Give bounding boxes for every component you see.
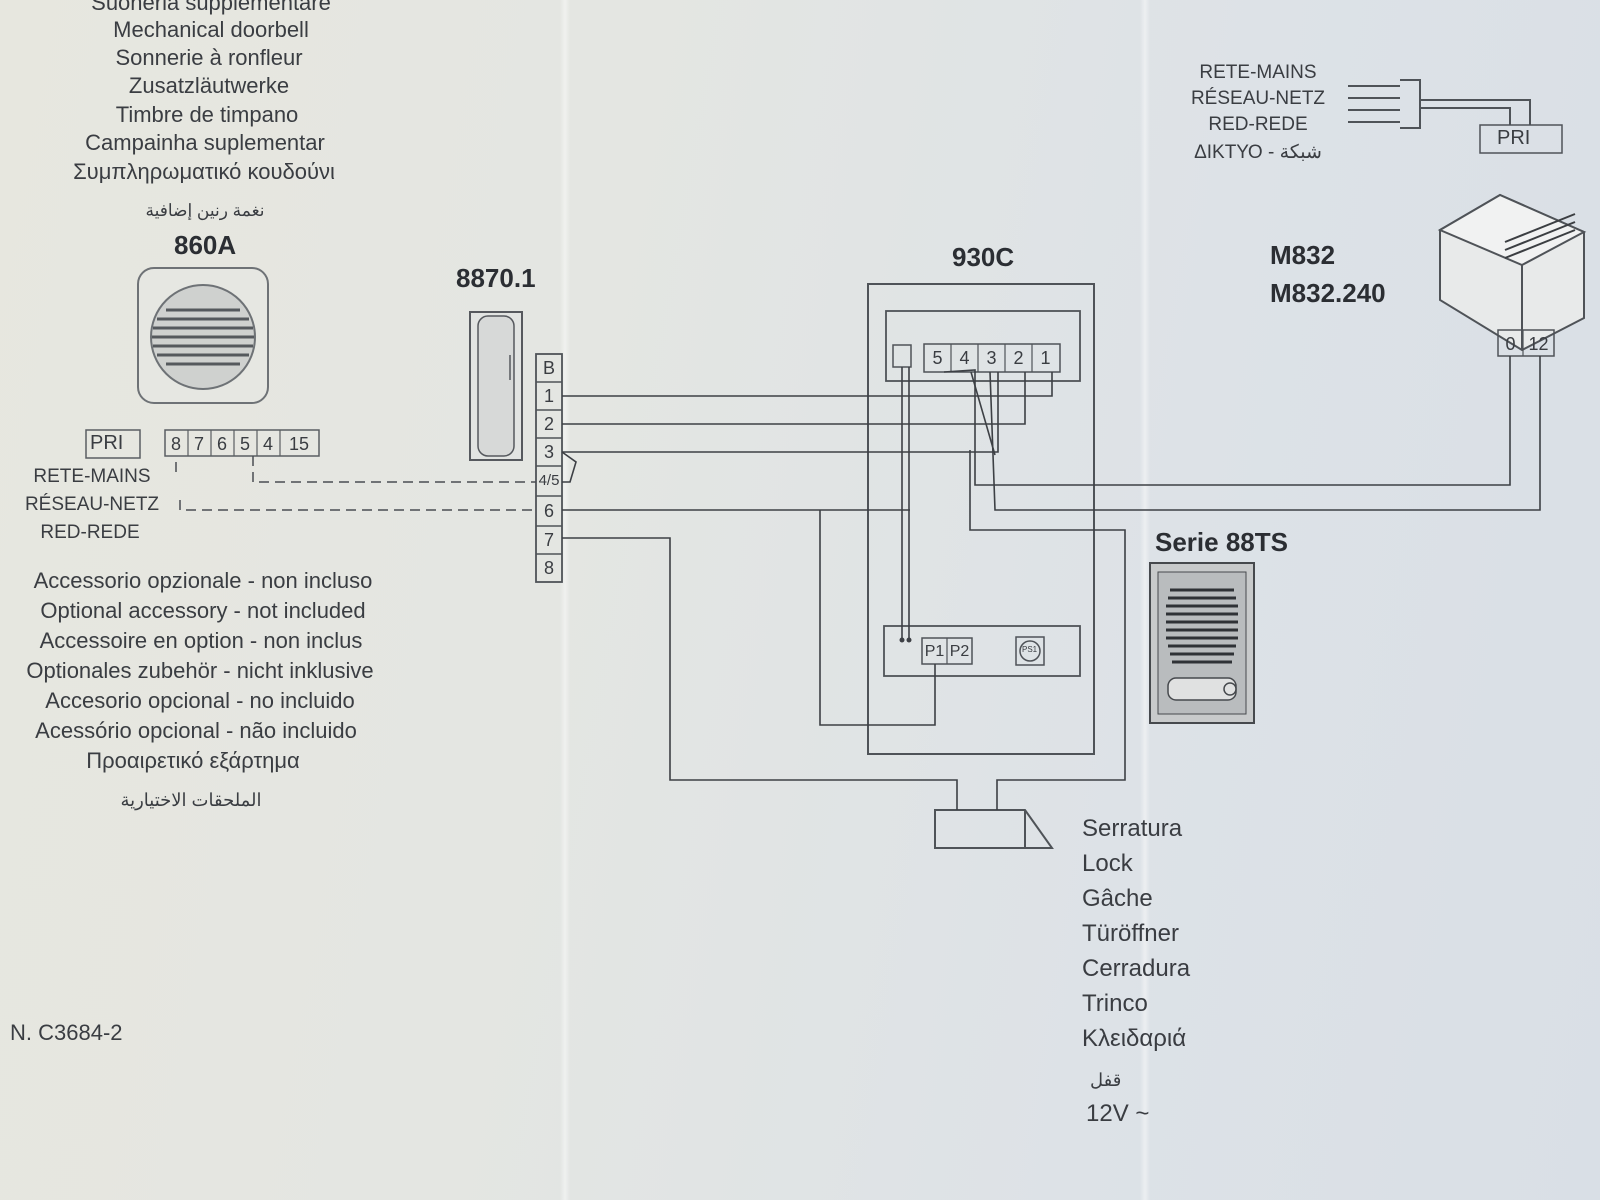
outdoor-model: Serie 88TS [1155,527,1288,557]
doorbell-caption-line: نغمة رنين إضافية [145,201,265,220]
doorbell-terminal: 15 [288,434,310,454]
lock-caption-line: Cerradura [1082,955,1191,982]
lock-caption-line: Trinco [1082,990,1148,1017]
panel-terminal: 1 [1040,348,1051,368]
doorbell-model: 860A [174,230,237,260]
panel-model: 930C [952,242,1015,272]
doorbell-caption-line: Mechanical doorbell [113,17,309,42]
lock-caption-line: Serratura [1082,815,1183,842]
optional-caption-line: Accessorio opzionale - non incluso [33,568,373,593]
doorbell-caption-line: Συμπληρωματικό κουδούνι [73,159,335,184]
power-mains-label: RED-REDE [1208,114,1308,135]
lock-voltage: 12V ~ [1086,1100,1150,1127]
power-model: M832 [1270,240,1336,270]
outdoor-station [1149,562,1255,724]
doorbell-mains-label: RÉSEAU-NETZ [24,494,160,515]
doorbell-terminal: 4 [262,434,273,454]
handset-terminal: 8 [543,558,554,578]
optional-caption-line: الملحقات الاختيارية [120,790,262,810]
doorbell-pri-label: PRI [90,432,124,454]
power-supply [1348,79,1587,357]
optional-caption-line: Acessório opcional - não incluido [35,718,357,743]
power-terminal: 0 [1505,334,1516,354]
optional-caption-line: Accessoire en option - non inclus [39,628,363,653]
lock-caption-line: قفل [1090,1070,1122,1090]
optional-wires [175,456,536,511]
doorbell-caption-line: Sonnerie à ronfleur [115,45,303,70]
wires [561,356,1541,810]
panel-terminal: 2 [1013,348,1024,368]
doorbell-terminal: 8 [170,434,181,454]
panel-terminal: 4 [959,348,970,368]
power-mains-label: ΔΙΚΤΥΟ - شبكة [1194,142,1322,163]
panel-terminal: 3 [986,348,997,368]
panel-930c [867,283,1095,755]
power-mains-label: RÉSEAU-NETZ [1190,88,1326,109]
handset-unit [469,311,563,583]
panel-terminal: 5 [932,348,943,368]
doorbell-unit [85,267,320,459]
paper-fold [560,0,570,1200]
lock-caption-line: Κλειδαριά [1082,1025,1187,1052]
doorbell-terminal: 6 [216,434,227,454]
optional-caption-line: Optional accessory - not included [40,598,366,623]
power-mains-label: RETE-MAINS [1199,62,1317,83]
optional-caption-line: Optionales zubehör - nicht inklusive [26,658,374,683]
panel-p1-label: P1 [924,643,945,660]
handset-terminal: 6 [543,501,554,521]
lock-caption-line: Lock [1082,850,1133,877]
doorbell-caption-line: Campainha suplementar [85,130,325,155]
handset-model: 8870.1 [456,263,536,293]
doorbell-mains-label: RETE-MAINS [33,466,151,487]
paper-fold [1140,0,1150,1200]
doorbell-mains-label: RED-REDE [40,522,140,543]
handset-terminal: 3 [543,442,554,462]
document-number: N. C3684-2 [10,1020,123,1045]
optional-caption-line: Προαιρετικό εξάρτημα [86,748,300,773]
lock-caption-line: Gâche [1082,885,1153,912]
handset-terminal: 1 [543,386,554,406]
doorbell-caption-line: Suoneria supplementare [91,0,331,15]
handset-terminal: B [542,358,555,378]
doorbell-terminal: 7 [193,434,204,454]
handset-terminal: 4/5 [538,472,560,489]
doorbell-caption-line: Timbre de timpano [115,102,299,127]
power-terminal: 12 [1528,334,1549,354]
handset-terminal: 2 [543,414,554,434]
power-pri-label: PRI [1497,127,1531,149]
doorbell-caption-line: Zusatzläutwerke [128,73,290,98]
power-model: M832.240 [1270,278,1386,308]
optional-caption-line: Accesorio opcional - no incluido [45,688,355,713]
panel-ps-label: PS1 [1022,645,1038,654]
doorbell-terminal: 5 [239,434,250,454]
handset-terminal: 7 [543,530,554,550]
lock-caption-line: Türöffner [1082,920,1179,947]
panel-p2-label: P2 [949,643,970,660]
lock-device [934,809,1054,849]
